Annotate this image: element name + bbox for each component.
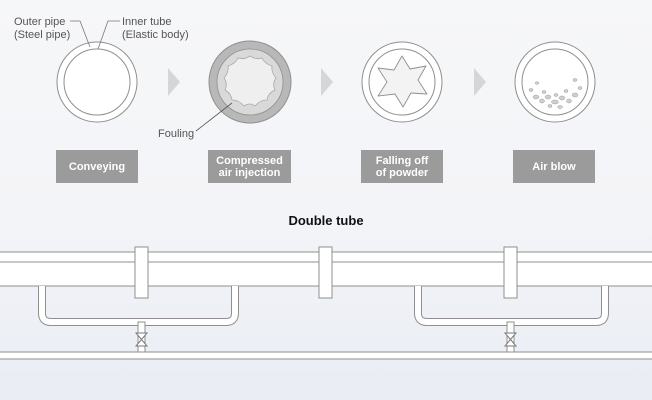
deformed-inner-tube	[377, 55, 428, 108]
step-air-blow-diagram	[514, 41, 596, 123]
step-arrow-2	[321, 68, 333, 96]
left-valve-icon	[134, 332, 149, 347]
outer-pipe-subtitle: (Steel pipe)	[14, 29, 71, 41]
step-falling-off-diagram	[361, 41, 443, 123]
inner-tube-subtitle: (Elastic body)	[122, 29, 189, 41]
outer-pipe-label: Outer pipe (Steel pipe)	[14, 16, 70, 42]
pipe-flange	[503, 246, 518, 299]
fouling-leader	[195, 102, 233, 132]
step-label-air-blow: Air blow	[513, 150, 595, 183]
pipe-system	[0, 246, 652, 360]
inner-tube-ring	[63, 48, 131, 116]
outer-pipe-leader	[70, 20, 91, 48]
step-compressed-air-diagram	[208, 40, 292, 124]
step-arrow-1	[168, 68, 180, 96]
step-conveying-diagram	[56, 41, 138, 123]
step-label-falling-off: Falling off of powder	[361, 150, 443, 183]
fouling-label: Fouling	[158, 128, 195, 140]
right-valve-icon	[503, 332, 518, 347]
pipe-flange	[134, 246, 149, 299]
compressed-inner-tube	[223, 55, 277, 107]
pipe-flange	[318, 246, 333, 299]
powder-particles	[528, 78, 583, 109]
outer-pipe-title: Outer pipe	[14, 16, 66, 28]
inner-tube-leader	[97, 20, 120, 50]
step-label-compressed-air: Compressed air injection	[208, 150, 291, 183]
air-supply-line	[0, 351, 652, 360]
inner-tube-label: Inner tube (Elastic body)	[122, 16, 189, 42]
section-title: Double tube	[288, 213, 364, 228]
inner-tube-ring	[521, 48, 589, 116]
step-label-conveying: Conveying	[56, 150, 138, 183]
inner-tube-title: Inner tube	[122, 16, 172, 28]
step-arrow-3	[474, 68, 486, 96]
